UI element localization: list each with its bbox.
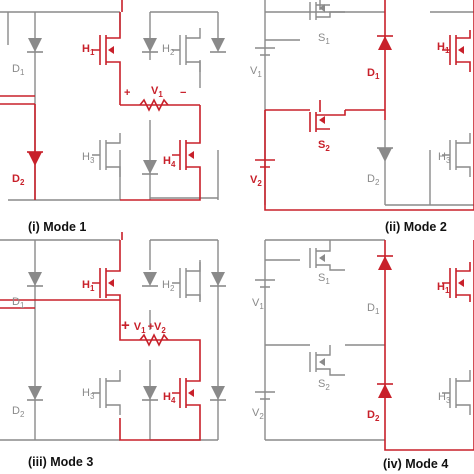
resistor-icon	[139, 333, 169, 347]
mosfet-h2-icon	[172, 28, 201, 72]
mosfet-h3-icon	[92, 133, 121, 177]
battery-v2-icon	[255, 159, 275, 168]
label-h2: H2	[162, 43, 175, 57]
label-d1: D1	[12, 63, 25, 77]
mosfet-h3-icon	[92, 370, 121, 415]
mosfet-h3-icon	[442, 370, 471, 415]
mosfet-h2-icon	[172, 262, 201, 302]
diode-d2-icon	[28, 386, 42, 400]
label-h1: H1	[82, 279, 95, 293]
battery-v1-icon	[255, 47, 275, 56]
mosfet-h1-icon	[442, 262, 471, 302]
label-v1: V1	[252, 297, 264, 311]
label-d2: D2	[12, 173, 25, 187]
label-h1: H1	[437, 41, 450, 55]
label-plus: +	[124, 87, 130, 99]
label-h3: H3	[82, 387, 95, 401]
mosfet-h3-icon	[442, 133, 471, 177]
label-d2: D2	[12, 405, 25, 419]
mosfet-h4-icon	[172, 128, 201, 170]
label-h3: H3	[438, 151, 451, 165]
switch-s2-icon	[309, 345, 345, 376]
caption-mode-4: (iv) Mode 4	[383, 457, 448, 471]
label-v2: V2	[250, 174, 262, 188]
diode-d2-icon	[28, 152, 42, 166]
mosfet-h1-icon	[92, 30, 121, 72]
panel-mode-2: S1 V1 D1 H1 S2 V2 D2 H3 (ii) Mode 2	[250, 0, 474, 234]
diode-d1-icon	[378, 256, 392, 270]
mosfet-h1-icon	[442, 30, 471, 72]
diode-d1-icon	[28, 272, 42, 286]
label-v1: V1	[250, 65, 262, 79]
panel-mode-4: S1 V1 D1 H1 S2 V2 D2 H3 (iv) Mode 4	[252, 239, 474, 471]
label-d1: D1	[12, 296, 25, 310]
label-h3: H3	[438, 391, 451, 405]
label-d2: D2	[367, 173, 380, 187]
label-h3: H3	[82, 151, 95, 165]
label-d2: D2	[367, 409, 380, 423]
label-d1: D1	[367, 67, 380, 81]
label-s2: S2	[318, 139, 330, 153]
label-d1: D1	[367, 302, 380, 316]
panel-mode-1: D1 D2 H1 H2 H3 H4 + V1 − (i) Mode 1	[0, 0, 226, 234]
diode-icon	[143, 386, 157, 400]
diode-icon	[211, 386, 225, 400]
label-minus: −	[180, 87, 186, 99]
label-s2: S2	[318, 378, 330, 392]
label-h1: H1	[82, 43, 95, 57]
caption-mode-3: (iii) Mode 3	[28, 455, 93, 469]
switch-s2-icon	[309, 100, 346, 132]
label-h2: H2	[162, 279, 175, 293]
diode-d1-icon	[378, 36, 392, 50]
label-s1: S1	[318, 32, 330, 46]
battery-v1-icon	[255, 279, 275, 288]
diode-icon	[378, 148, 392, 162]
diode-d2-icon	[378, 384, 392, 398]
caption-mode-1: (i) Mode 1	[28, 220, 86, 234]
diode-icon	[143, 272, 157, 286]
label-h1: H1	[437, 281, 450, 295]
diode-d1-icon	[28, 38, 42, 52]
label-v1: V1	[151, 85, 163, 99]
panel-mode-3: D1 D2 H1 H2 H3 H4 +V1+V2 (iii) Mode 3	[0, 232, 226, 469]
battery-v2-icon	[255, 391, 275, 400]
diode-icon	[143, 160, 157, 174]
caption-mode-2: (ii) Mode 2	[385, 220, 447, 234]
diode-icon	[211, 272, 225, 286]
resistor-icon	[139, 98, 169, 112]
diode-icon	[211, 38, 225, 52]
label-s1: S1	[318, 272, 330, 286]
label-v1-plus-v2: +V1+V2	[121, 317, 166, 335]
switch-s1-icon	[309, 0, 345, 20]
mosfet-h1-icon	[92, 262, 121, 302]
label-h4: H4	[163, 391, 176, 405]
switch-s1-icon	[309, 240, 345, 271]
label-h4: H4	[163, 155, 176, 169]
diode-icon	[143, 38, 157, 52]
mosfet-h4-icon	[172, 368, 201, 410]
label-v2: V2	[252, 407, 264, 421]
